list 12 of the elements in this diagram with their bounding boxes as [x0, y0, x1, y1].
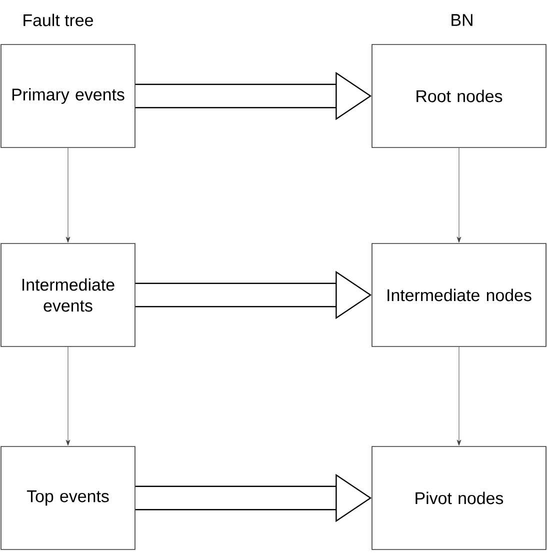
process-box: Top events: [0, 446, 136, 550]
arrow: [456, 148, 462, 243]
process-box: Intermediate events: [0, 243, 136, 347]
arrow: [66, 346, 70, 446]
column-heading: BN: [452, 14, 472, 26]
arrow: [66, 148, 70, 243]
process-box: Primary events: [0, 44, 136, 148]
process-box: Root nodes: [372, 44, 546, 148]
column-heading: Fault tree: [24, 14, 93, 26]
process-box: Pivot nodes: [372, 446, 546, 550]
process-box: Intermediate nodes: [372, 243, 546, 347]
arrow: [456, 346, 462, 446]
